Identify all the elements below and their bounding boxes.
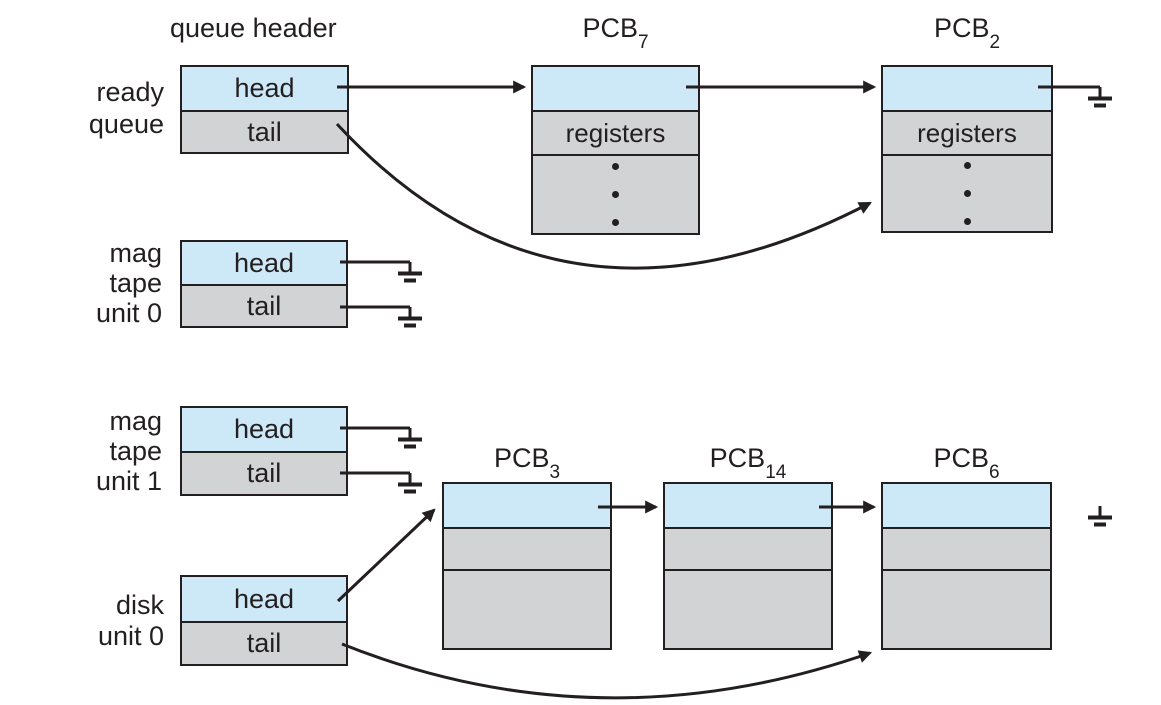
pcb-body-cell <box>883 527 1050 569</box>
pcb-body-cell <box>444 569 610 648</box>
pcb-body-cell <box>444 527 610 569</box>
tail-label: tail <box>246 628 282 658</box>
pcb2-title: PCB2 <box>881 13 1053 52</box>
ellipsis-dot <box>612 219 619 226</box>
pcb7-box: registers <box>531 65 700 235</box>
label-line: unit 0 <box>97 621 164 651</box>
tail-label: tail <box>246 290 282 321</box>
null-pointer-icon <box>1088 506 1112 527</box>
head-label: head <box>233 414 295 444</box>
pcb14-title: PCB14 <box>663 443 833 482</box>
pcb-subscript: 6 <box>988 462 1000 484</box>
null-pointer-icon <box>1088 87 1112 108</box>
head-cell: head <box>182 67 347 110</box>
label-line: unit 0 <box>95 298 162 328</box>
tail-cell: tail <box>182 284 346 326</box>
arrow-disk-head-to-pcb3 <box>336 508 436 603</box>
head-label: head <box>234 73 295 103</box>
pcb7-title: PCB7 <box>531 13 700 52</box>
pcb14-box <box>663 482 833 650</box>
pcb-pointer-cell <box>883 484 1050 527</box>
mag-tape-unit1-header-box: head tail <box>180 406 348 496</box>
null-pointer-icon <box>398 307 422 328</box>
pcb-name: PCB <box>933 13 990 43</box>
registers-label: registers <box>565 118 666 148</box>
label-line: mag <box>109 238 162 268</box>
pcb6-box <box>881 482 1052 650</box>
tail-cell: tail <box>182 110 347 152</box>
pcb-name: PCB <box>709 443 766 473</box>
pcb-name: PCB <box>582 13 638 43</box>
label-line: tape <box>109 268 162 298</box>
null-pointer-icon <box>398 428 422 449</box>
registers-label: registers <box>917 118 1017 148</box>
pcb-pointer-cell <box>665 484 831 527</box>
head-label: head <box>233 247 295 278</box>
pcb-subscript: 14 <box>765 462 787 484</box>
head-label: head <box>233 583 295 614</box>
mag-tape-unit1-label: mag tape unit 1 <box>30 406 162 496</box>
head-cell: head <box>182 242 346 284</box>
tail-cell: tail <box>182 451 346 494</box>
head-cell: head <box>182 408 346 451</box>
pcb6-title: PCB6 <box>881 443 1052 482</box>
disk-unit0-header-box: head tail <box>180 575 348 666</box>
ellipsis-dot <box>612 191 619 198</box>
null-pointer-icon <box>398 262 422 283</box>
pcb-name: PCB <box>493 443 550 473</box>
pcb-body-cell <box>665 527 831 569</box>
arrow-disk-tail-to-pcb6 <box>341 642 873 700</box>
queue-header-caption: queue header <box>170 13 337 43</box>
pcb3-box <box>442 482 612 650</box>
pcb-subscript: 2 <box>989 32 1001 54</box>
pcb-ellipsis-cell <box>533 154 698 233</box>
pcb-pointer-cell <box>533 67 698 110</box>
null-pointer-icon <box>398 473 422 494</box>
pcb3-title: PCB3 <box>442 443 612 482</box>
label-line: queue <box>88 109 164 139</box>
ready-queue-label: ready queue <box>30 76 164 140</box>
pcb-registers-cell: registers <box>533 110 698 154</box>
disk-unit0-label: disk unit 0 <box>30 590 164 652</box>
mag-tape-unit0-header-box: head tail <box>180 240 348 328</box>
pcb2-box: registers <box>881 65 1053 233</box>
pcb-subscript: 3 <box>549 462 561 484</box>
pcb-pointer-cell <box>883 67 1051 110</box>
ready-queue-header-box: head tail <box>180 65 349 154</box>
head-cell: head <box>182 577 346 621</box>
pcb-body-cell <box>665 569 831 648</box>
mag-tape-unit0-label: mag tape unit 0 <box>30 238 162 328</box>
tail-label: tail <box>246 458 282 488</box>
label-line: unit 1 <box>95 466 162 496</box>
pcb-body-cell <box>883 569 1050 648</box>
tail-label: tail <box>247 116 282 147</box>
pcb-name: PCB <box>933 443 989 473</box>
label-line: tape <box>109 436 162 466</box>
pcb-ellipsis-cell <box>883 154 1051 231</box>
pcb-registers-cell: registers <box>883 110 1051 154</box>
ellipsis-dot <box>963 190 971 197</box>
pcb-pointer-cell <box>444 484 610 527</box>
ellipsis-dot <box>963 162 971 169</box>
tail-cell: tail <box>182 621 346 664</box>
label-line: mag <box>109 406 162 436</box>
label-line: ready <box>96 77 164 107</box>
ellipsis-dot <box>963 218 971 225</box>
pcb-subscript: 7 <box>637 32 649 54</box>
label-line: disk <box>115 590 164 620</box>
ellipsis-dot <box>612 163 619 170</box>
